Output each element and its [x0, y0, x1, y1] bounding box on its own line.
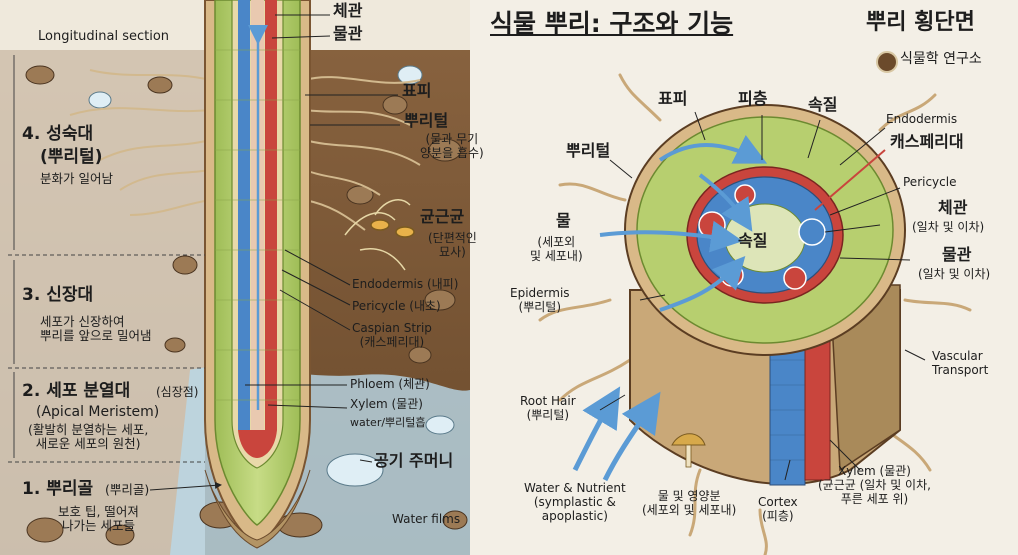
pericycle-label: Pericycle (내초)	[352, 300, 441, 314]
epidermis-label: 표피	[402, 82, 431, 100]
zone-2-title: 2. 세포 분열대	[22, 382, 130, 402]
zone-2-subtitle: (Apical Meristem)	[36, 404, 159, 420]
cross-water-desc: (세포외 및 세포내)	[530, 236, 583, 264]
cross-epidermis-en-label: Epidermis (뿌리털)	[510, 287, 570, 315]
phloem-top-label: 체관	[333, 2, 362, 20]
zone-1-title: 1. 뿌리골	[22, 480, 93, 500]
cross-pith-top-label: 속질	[808, 96, 837, 114]
xylem-top-label: 물관	[333, 25, 362, 43]
longitudinal-section-label: Longitudinal section	[38, 30, 169, 45]
zone-4-title: 4. 성숙대	[22, 125, 93, 145]
publisher-name: 식물학 연구소	[900, 51, 982, 67]
cross-cortex-label: Cortex (피층)	[758, 496, 798, 524]
cross-section-title: 뿌리 횡단면	[866, 10, 975, 35]
cross-root-hair-en-label: Root Hair (뿌리털)	[520, 395, 576, 423]
cross-water-nutrient-label: Water & Nutrient (symplastic & apoplasti…	[524, 482, 626, 523]
zone-1-title-note: (뿌리골)	[105, 483, 149, 497]
zone-4-desc: 분화가 일어남	[40, 172, 113, 186]
cross-water-nutrient-ko-label: 물 및 영양분 (세포외 및 세포내)	[642, 490, 736, 518]
endodermis-label: Endodermis (내피)	[352, 278, 458, 292]
air-pocket-label: 공기 주머니	[374, 452, 453, 470]
cross-phloem-desc: (일차 및 이차)	[912, 221, 984, 235]
cross-xylem-desc: (일차 및 이차)	[918, 268, 990, 282]
water-films-label: Water films	[392, 513, 460, 527]
zone-4-subtitle: (뿌리털)	[40, 148, 102, 168]
cross-pith-center-label: 속질	[738, 232, 767, 250]
water-note-label: water/뿌리털흡	[350, 417, 426, 430]
xylem-label: Xylem (물관)	[350, 398, 423, 412]
fungus-desc: (단편적인 묘사)	[428, 232, 477, 260]
institute-seal-icon	[876, 51, 898, 73]
cross-epidermis-label: 표피	[658, 90, 687, 108]
cross-phloem-label: 체관	[938, 199, 967, 217]
cross-pericycle-label: Pericycle	[903, 176, 956, 190]
cross-xylem-label: 물관	[942, 246, 971, 264]
root-hair-label: 뿌리털	[404, 112, 448, 130]
cross-caspari-label: 캐스페리대	[890, 133, 964, 151]
zone-3-desc: 세포가 신장하여 뿌리를 앞으로 밀어냄	[40, 315, 151, 344]
page-title: 식물 뿌리: 구조와 기능	[490, 10, 733, 39]
zone-1-desc: 보호 팁, 떨어져 나가는 세포들	[58, 505, 139, 534]
cross-vascular-label: Vascular Transport	[932, 350, 988, 378]
cross-water-label: 물	[556, 212, 571, 230]
zone-2-desc: (활발히 분열하는 세포, 새로운 세포의 원천)	[28, 423, 148, 452]
cross-cortex-top-label: 피층	[738, 90, 767, 108]
root-hair-desc: (물과 무기 양분을 흡수)	[420, 133, 484, 161]
cross-endodermis-label: Endodermis	[886, 113, 957, 127]
zone-2-title-note: (심장점)	[156, 386, 198, 400]
caspian-strip-label: Caspian Strip (캐스페리대)	[352, 322, 432, 350]
cross-xylem-bottom-label: Xylem (물관) (균근균 (일차 및 이차, 푸른 세포 위)	[818, 465, 931, 506]
cross-root-hair-label: 뿌리털	[566, 142, 610, 160]
phloem-label: Phloem (체관)	[350, 378, 430, 392]
zone-3-title: 3. 신장대	[22, 286, 93, 306]
longitudinal-root	[205, 0, 310, 548]
fungus-label: 균근균	[420, 208, 464, 226]
